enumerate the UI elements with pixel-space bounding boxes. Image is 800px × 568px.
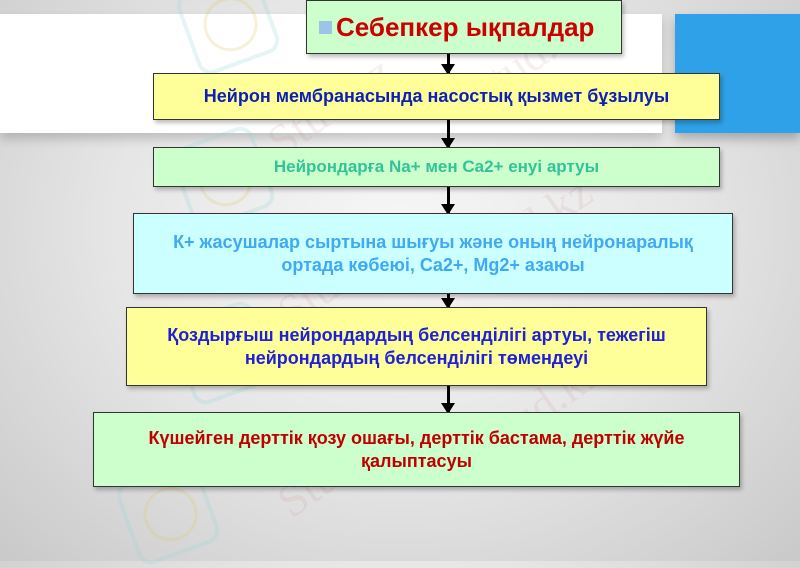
arrow-down-icon (441, 386, 455, 414)
flow-step-text: Нейрондарға Na+ мен Ca2+ енуі артуы (273, 157, 600, 177)
title-box: Себепкер ықпалдар (306, 0, 622, 54)
diagram-title: Себепкер ықпалдар (336, 11, 595, 42)
flow-step-4: Қоздырғыш нейрондардың белсенділігі арту… (126, 307, 707, 386)
flow-step-text: Күшейген дерттік қозу ошағы, дерттік бас… (148, 428, 685, 471)
flow-step-text: Қоздырғыш нейрондардың белсенділігі арту… (167, 325, 666, 368)
flow-step-text: К+ жасушалар сыртына шығуы және оның ней… (173, 232, 693, 275)
arrow-down-icon (441, 187, 455, 215)
arrow-down-icon (441, 120, 455, 149)
flow-step-3: К+ жасушалар сыртына шығуы және оның ней… (133, 213, 733, 294)
flow-step-text: Нейрон мембранасында насостық қызмет бұз… (203, 86, 670, 107)
square-bullet-icon (319, 20, 332, 34)
arrow-down-icon (441, 54, 455, 75)
flow-step-5: Күшейген дерттік қозу ошағы, дерттік бас… (93, 412, 740, 487)
flow-step-2: Нейрондарға Na+ мен Ca2+ енуі артуы (153, 147, 720, 187)
arrow-down-icon (441, 294, 455, 309)
flow-step-1: Нейрон мембранасында насостық қызмет бұз… (153, 73, 720, 120)
